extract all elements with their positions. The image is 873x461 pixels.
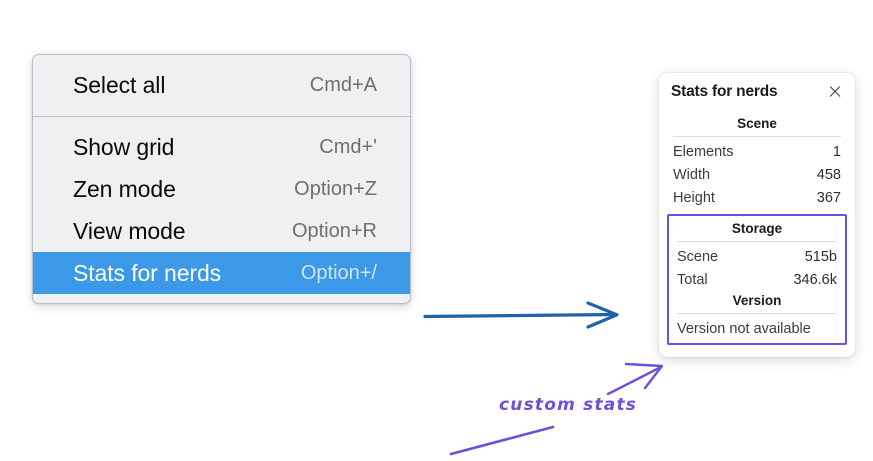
- stat-value: 346.6k: [793, 271, 837, 288]
- stat-value: 515b: [804, 248, 837, 265]
- stat-row-total: Total 346.6k: [675, 268, 839, 291]
- menu-item-shortcut: Cmd+A: [309, 73, 377, 96]
- close-icon[interactable]: [827, 84, 843, 100]
- version-value: Version not available: [677, 321, 811, 337]
- menu-item-shortcut: Option+Z: [294, 177, 377, 200]
- stat-row-scene: Scene 515b: [675, 245, 839, 268]
- stat-value: 458: [816, 166, 841, 183]
- panel-header: Stats for nerds: [671, 83, 843, 101]
- blue-arrow-annotation: [423, 301, 619, 329]
- menu-item-show-grid[interactable]: Show grid Cmd+': [33, 126, 410, 168]
- menu-item-label: View mode: [73, 217, 186, 244]
- context-menu[interactable]: Select all Cmd+A Show grid Cmd+' Zen mod…: [32, 54, 411, 304]
- section-scene: Scene Elements 1 Width 458 Height 367: [671, 114, 843, 209]
- stat-value: 1: [832, 143, 841, 160]
- section-rule: [677, 313, 837, 314]
- menu-item-shortcut: Cmd+': [319, 135, 377, 158]
- purple-underline-stroke: [449, 425, 555, 456]
- menu-divider: [33, 116, 410, 117]
- menu-item-shortcut: Option+/: [300, 261, 377, 284]
- section-heading-storage: Storage: [731, 221, 783, 236]
- stat-row-elements: Elements 1: [671, 140, 843, 163]
- stat-label: Width: [673, 166, 711, 183]
- menu-item-label: Stats for nerds: [73, 259, 222, 286]
- stat-value: 367: [816, 189, 841, 206]
- menu-item-view-mode[interactable]: View mode Option+R: [33, 210, 410, 252]
- menu-item-label: Zen mode: [73, 175, 176, 202]
- menu-item-label: Select all: [73, 71, 166, 98]
- custom-stats-highlight-box: Storage Scene 515b Total 346.6k Version …: [667, 214, 847, 345]
- stat-row-height: Height 367: [671, 186, 843, 209]
- stat-label: Height: [673, 189, 715, 206]
- menu-item-shortcut: Option+R: [291, 219, 377, 242]
- menu-group-2: Show grid Cmd+' Zen mode Option+Z View m…: [33, 117, 410, 303]
- section-rule: [677, 241, 837, 242]
- custom-stats-annotation-label: custom stats: [499, 395, 638, 415]
- stats-for-nerds-panel: Stats for nerds Scene Elements 1 Width 4…: [659, 73, 855, 357]
- stat-label: Elements: [673, 143, 734, 160]
- menu-item-zen-mode[interactable]: Zen mode Option+Z: [33, 168, 410, 210]
- menu-item-select-all[interactable]: Select all Cmd+A: [33, 64, 410, 106]
- section-heading-version: Version: [732, 293, 782, 308]
- menu-group-1: Select all Cmd+A: [33, 55, 410, 116]
- menu-item-stats-for-nerds[interactable]: Stats for nerds Option+/: [33, 252, 410, 294]
- stat-row-width: Width 458: [671, 163, 843, 186]
- stat-label: Scene: [677, 248, 719, 265]
- section-rule: [673, 136, 841, 137]
- section-storage: Storage Scene 515b Total 346.6k: [675, 219, 839, 291]
- section-version: Version Version not available: [675, 291, 839, 338]
- section-heading-scene: Scene: [737, 116, 777, 131]
- menu-item-label: Show grid: [73, 133, 175, 160]
- panel-title: Stats for nerds: [671, 83, 778, 100]
- stat-label: Total: [677, 271, 708, 288]
